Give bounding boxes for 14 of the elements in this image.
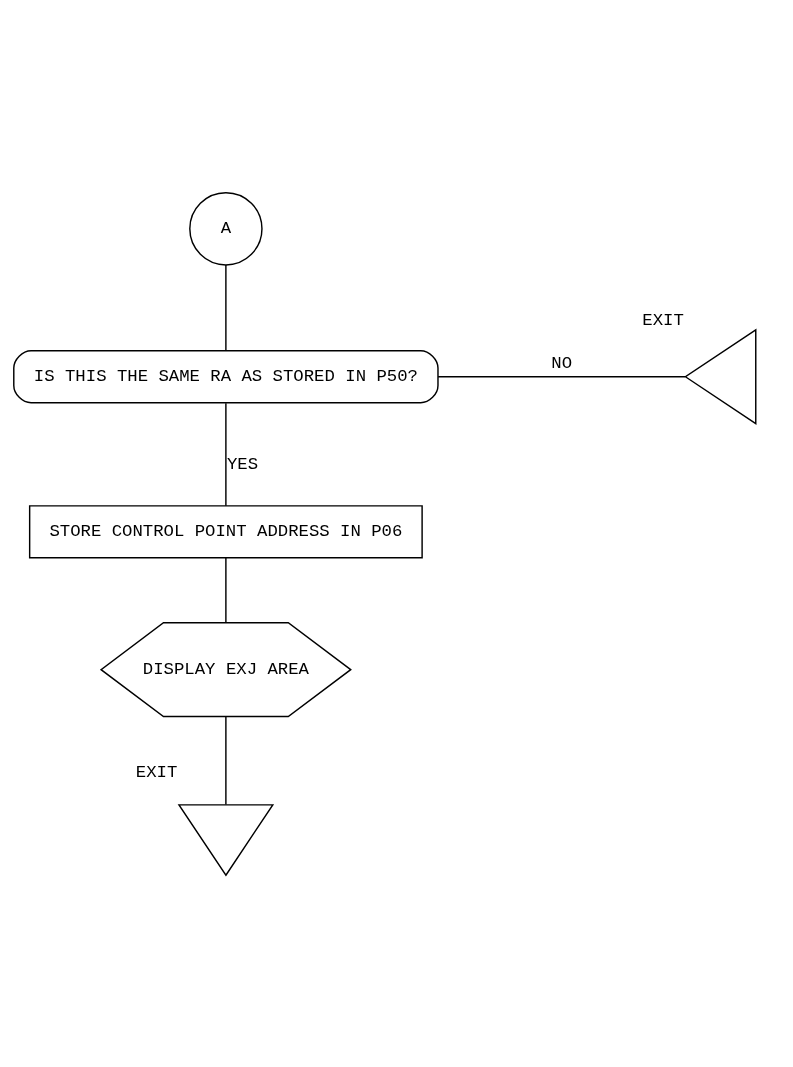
connector	[437, 375, 686, 377]
connector	[225, 402, 227, 506]
node-triangle	[684, 328, 757, 425]
connector	[225, 263, 227, 351]
node-triangle	[177, 803, 275, 877]
node-label: EXIT	[642, 310, 684, 330]
node-circle: A	[189, 191, 263, 266]
edge-label: NO	[551, 353, 573, 372]
connector	[225, 715, 227, 805]
node-box: IS THIS THE SAME RA AS STORED IN P50?	[13, 349, 439, 403]
connector	[225, 556, 227, 623]
node-box: STORE CONTROL POINT ADDRESS IN P06	[28, 504, 423, 559]
node-label: EXIT	[135, 762, 178, 782]
edge-label: YES	[226, 454, 259, 474]
